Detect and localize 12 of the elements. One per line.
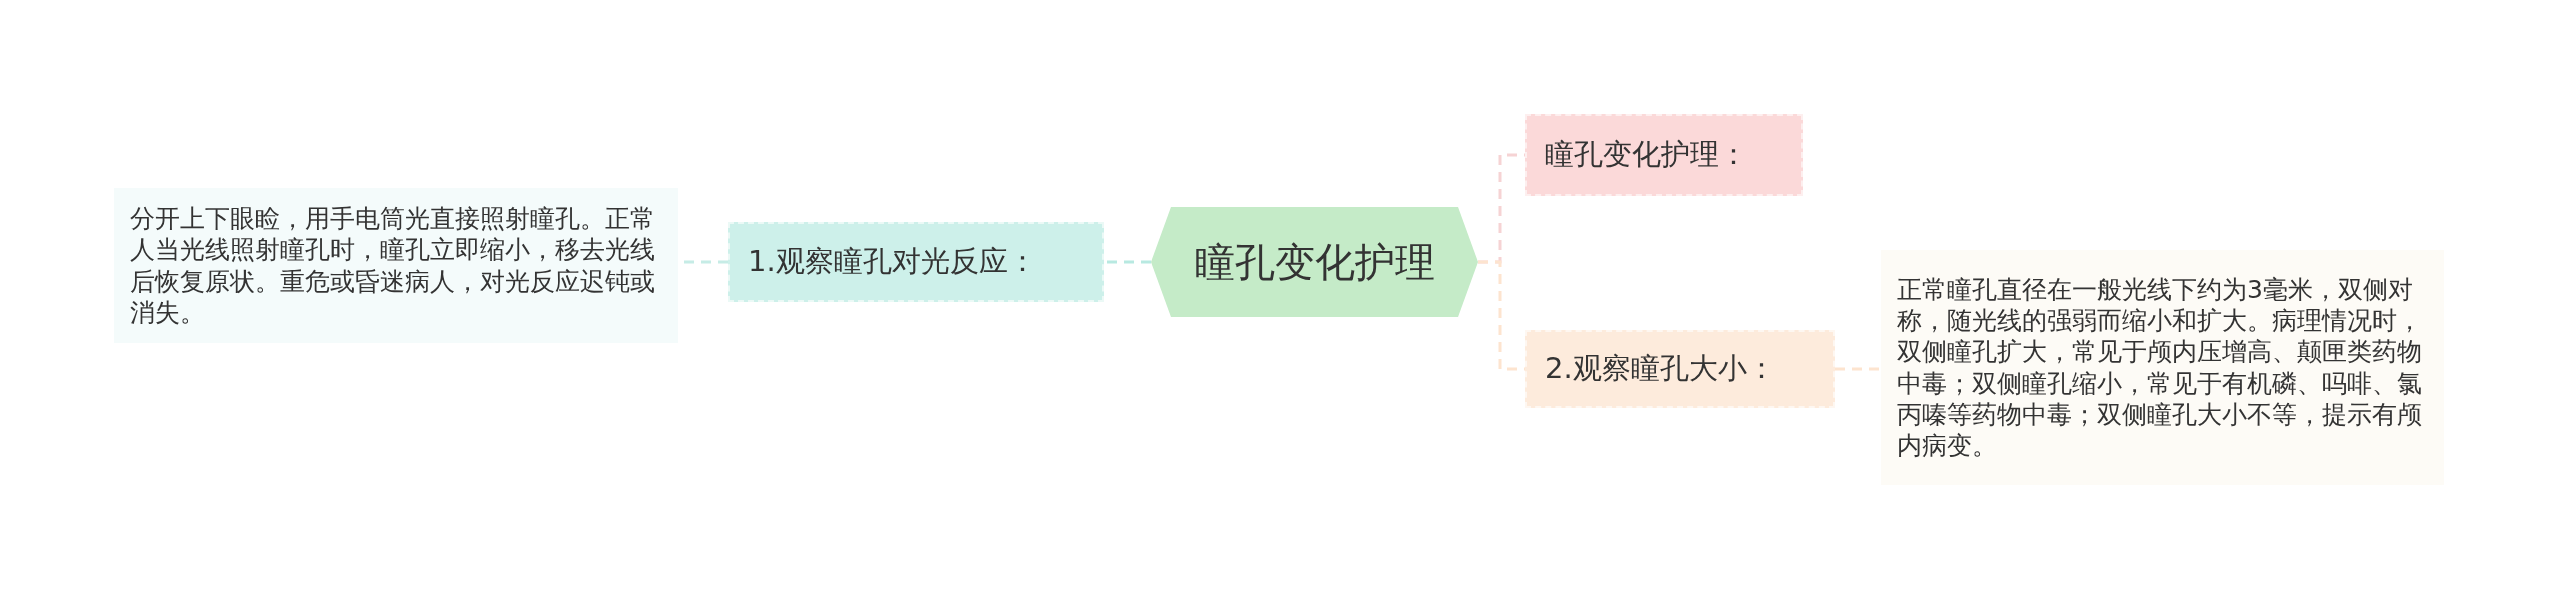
topic-box [728, 222, 1104, 302]
topic-label: 2.观察瞳孔大小： [1545, 350, 1776, 387]
note-text: 分开上下眼睑，用手电筒光直接照射瞳孔。正常人当光线照射瞳孔时，瞳孔立即缩小，移去光线后恢复原状。重危或昏迷病人，对光反应迟钝或消失。 [130, 203, 656, 328]
topic-box [1525, 114, 1803, 196]
topic-box [1525, 330, 1835, 408]
connector-line [1835, 367, 1881, 371]
topic-label: 瞳孔变化护理： [1545, 136, 1748, 173]
connector-line [1104, 260, 1151, 264]
topic-label: 1.观察瞳孔对光反应： [748, 243, 1037, 280]
note-text: 正常瞳孔直径在一般光线下约为3毫米，双侧对称，随光线的强弱而缩小和扩大。病理情况时，双侧瞳孔扩大，常见于颅内压增高、颠匣类药物中毒；双侧瞳孔缩小，常见于有机磷、吗啡、氯丙嗪等药物中毒；双侧瞳孔大小不等，提示有颅内病变。 [1897, 273, 2423, 462]
topic-label: 瞳孔变化护理 [1194, 237, 1435, 287]
central-topic-hexagon [1151, 207, 1478, 317]
